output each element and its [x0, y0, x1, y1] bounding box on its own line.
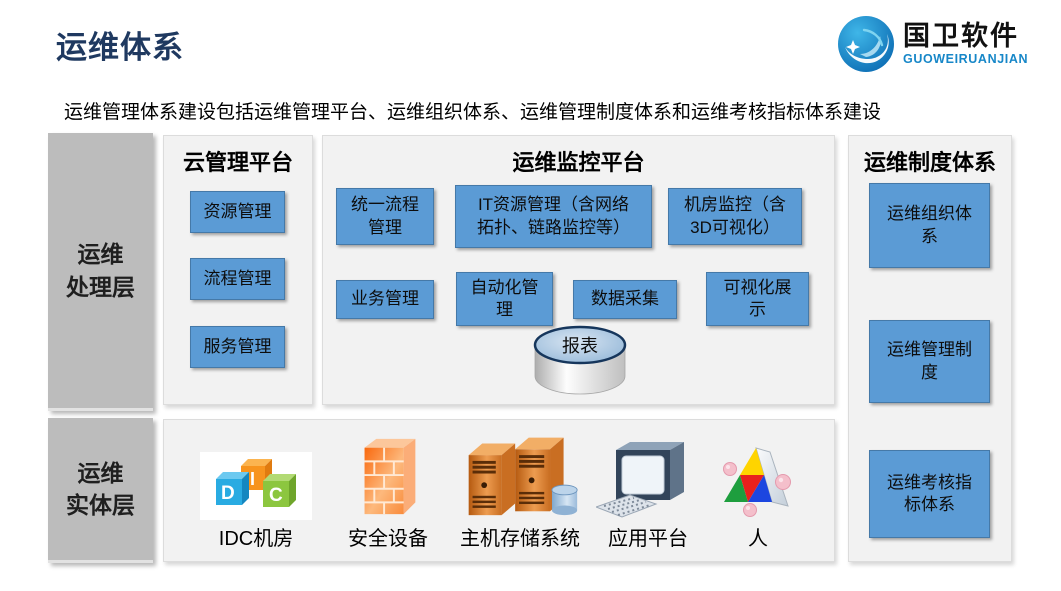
report-cylinder: 报表 — [530, 322, 630, 400]
box-machine-room-monitoring: 机房监控（含3D可视化） — [668, 188, 802, 245]
layer-label-line: 处理层 — [66, 273, 135, 300]
entity-label: 安全设备 — [348, 528, 428, 550]
policy-system-panel: 运维制度体系 运维组织体系 运维管理制度 运维考核指标体系 — [848, 135, 1012, 562]
box-automation-management: 自动化管理 — [456, 272, 553, 326]
box-it-resource-management: IT资源管理（含网络拓扑、链路监控等） — [455, 185, 652, 248]
layer-label-line: 运维 — [77, 241, 124, 268]
slide-subtitle: 运维管理体系建设包括运维管理平台、运维组织体系、运维管理制度体系和运维考核指标体… — [64, 102, 882, 123]
box-org-system: 运维组织体系 — [869, 183, 990, 268]
box-data-collection: 数据采集 — [573, 280, 677, 319]
idc-blocks-icon: I D C — [200, 428, 312, 520]
entity-server-storage: 主机存储系统 — [450, 428, 590, 551]
report-label: 报表 — [562, 336, 598, 356]
server-storage-icon — [457, 428, 583, 520]
swoosh-globe-icon — [838, 16, 894, 72]
logo-company-name-en: GUOWEIRUANJIAN — [903, 51, 1029, 66]
entity-security-device: 安全设备 — [318, 428, 458, 551]
box-kpi-system: 运维考核指标体系 — [869, 450, 990, 538]
entity-label: 应用平台 — [608, 528, 688, 550]
cloud-platform-title: 云管理平台 — [182, 150, 293, 175]
entity-people: 人 — [688, 428, 828, 551]
cloud-platform-panel: 云管理平台 资源管理 流程管理 服务管理 — [163, 135, 313, 405]
computer-icon — [596, 428, 700, 520]
box-unified-process-management: 统一流程管理 — [336, 188, 434, 245]
idc-letter: D — [221, 483, 235, 504]
logo-company-name: 国卫软件 — [903, 21, 1019, 52]
box-business-management: 业务管理 — [336, 280, 434, 319]
layer-label-line: 运维 — [77, 459, 124, 486]
firewall-icon — [356, 428, 420, 520]
layer-bar-entity: 运维 实体层 — [48, 418, 153, 563]
entity-label: IDC机房 — [218, 528, 294, 550]
logo-text: 国卫软件 GUOWEIRUANJIAN — [903, 21, 1029, 66]
box-service-management: 服务管理 — [190, 326, 285, 368]
monitor-platform-panel: 运维监控平台 统一流程管理 IT资源管理（含网络拓扑、链路监控等） 机房监控（含… — [322, 135, 835, 405]
box-management-rules: 运维管理制度 — [869, 320, 990, 403]
idc-letter: C — [269, 485, 283, 506]
entity-idc-room: I D C IDC机房 — [186, 428, 326, 551]
layer-label-line: 实体层 — [66, 492, 135, 518]
entity-layer-panel: I D C IDC机房 — [163, 419, 835, 562]
entity-label: 主机存储系统 — [460, 528, 580, 550]
box-resource-management: 资源管理 — [190, 191, 285, 233]
company-logo: 国卫软件 GUOWEIRUANJIAN — [836, 14, 1028, 74]
box-process-management: 流程管理 — [190, 258, 285, 300]
monitor-platform-title: 运维监控平台 — [512, 150, 645, 175]
layer-bar-processing: 运维 处理层 — [48, 133, 153, 411]
page-title: 运维体系 — [56, 30, 184, 65]
idc-letter: I — [250, 469, 255, 489]
people-prism-icon — [712, 428, 804, 520]
box-visualization-display: 可视化展示 — [706, 272, 809, 326]
database-cylinder-icon — [533, 325, 627, 395]
policy-system-title: 运维制度体系 — [863, 150, 996, 175]
entity-label: 人 — [748, 528, 768, 550]
entity-application-platform: 应用平台 — [578, 428, 718, 551]
